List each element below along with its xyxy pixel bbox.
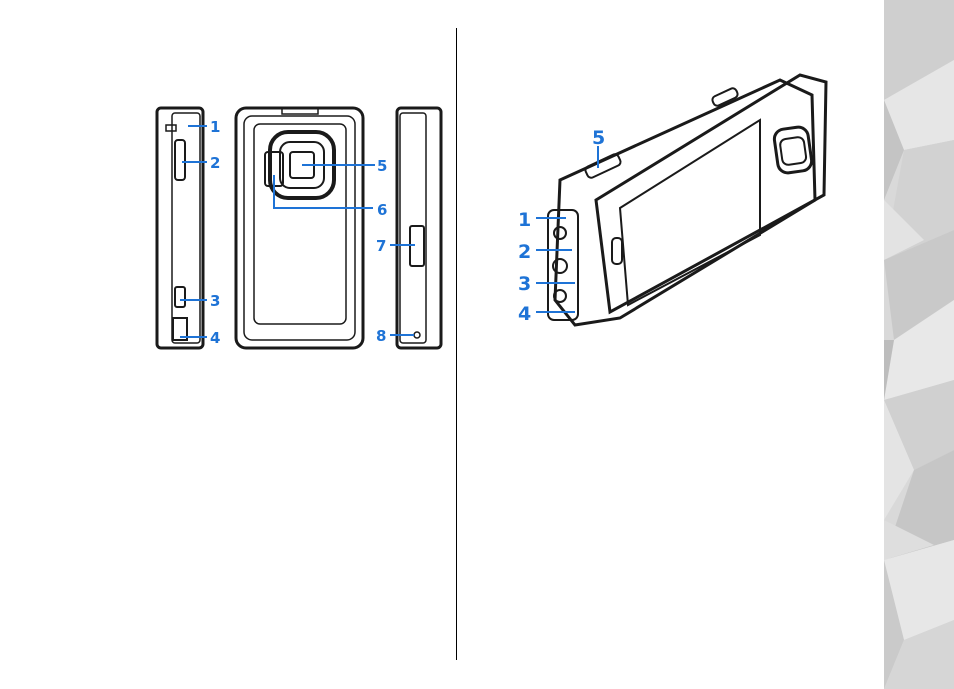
- left-callout-3: 3: [210, 292, 220, 310]
- left-callout-7: 7: [376, 237, 386, 255]
- phone-left-side-view: [157, 108, 203, 348]
- phone-open-view: [548, 75, 826, 325]
- left-callout-1: 1: [210, 118, 220, 136]
- phone-back-view: [236, 108, 363, 348]
- phone-open-perspective-illustration: 1 2 3 4 5: [456, 0, 884, 689]
- decorative-side-band: [884, 0, 954, 689]
- left-callout-4: 4: [210, 329, 220, 347]
- phone-back-and-sides-illustration: 1 2 3 4 5 6 7 8: [0, 0, 456, 689]
- right-callout-4: 4: [518, 303, 531, 325]
- right-callout-5: 5: [592, 127, 605, 149]
- left-callout-2: 2: [210, 154, 220, 172]
- phone-right-side-view: [397, 108, 441, 348]
- right-callout-3: 3: [518, 273, 531, 295]
- left-callout-6: 6: [377, 201, 387, 219]
- right-callout-2: 2: [518, 241, 531, 263]
- right-callout-1: 1: [518, 209, 531, 231]
- left-callout-8: 8: [376, 327, 386, 345]
- left-callout-5: 5: [377, 157, 387, 175]
